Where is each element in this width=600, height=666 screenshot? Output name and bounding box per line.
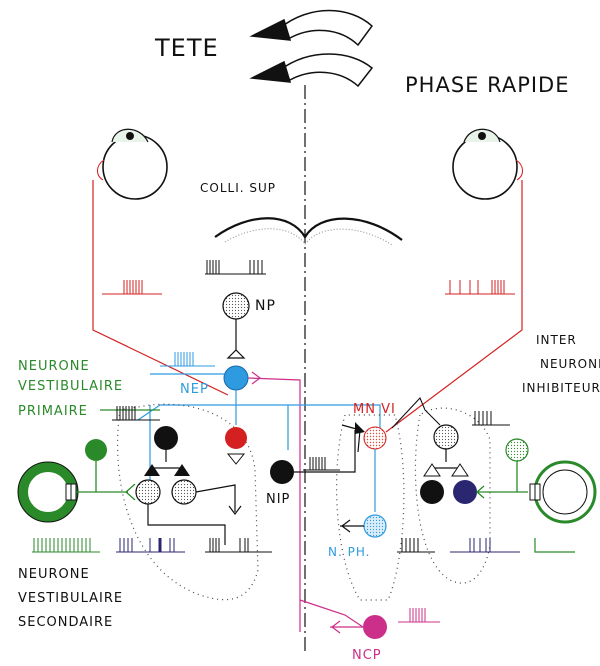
spike-train-right-green (534, 538, 575, 553)
spike-train-secondary-green (32, 538, 100, 553)
title-phase-rapide: PHASE RAPIDE (405, 73, 570, 97)
label-secondary-2: VESTIBULAIRE (18, 591, 123, 606)
spike-train-nip (303, 457, 340, 471)
primary-neuron (85, 439, 107, 461)
spike-train-secondary-navy (116, 538, 185, 553)
right-motor-path (385, 180, 523, 433)
left-dotted-neuron-1 (135, 479, 161, 505)
label-n-ph: N. PH. (328, 545, 370, 559)
spike-train-right-navy (450, 538, 520, 553)
right-primary-neuron (505, 438, 529, 462)
spike-train-left-motor (102, 280, 162, 295)
left-eye-icon (97, 128, 168, 200)
colliculus-arc (214, 217, 403, 241)
label-inter-1: INTER (536, 333, 577, 347)
right-canal-icon (529, 460, 597, 524)
spike-train-secondary-black (205, 538, 272, 553)
label-mn-vi: MN VI (353, 402, 396, 417)
label-nep: NEP (180, 382, 209, 397)
left-black-neuron (154, 426, 178, 450)
ncp-neuron (363, 615, 387, 639)
fast-phase-arrow-icon (249, 53, 374, 88)
right-eye-icon (452, 128, 523, 200)
left-canal-icon (17, 461, 79, 523)
spike-train-right-motor (445, 280, 515, 295)
spike-train-colli (205, 260, 266, 275)
right-nucleus-outline (335, 414, 405, 601)
label-secondary-1: NEURONE (18, 567, 90, 582)
label-ncp: NCP (352, 648, 382, 661)
spike-train-primary (112, 406, 160, 421)
n-ph-neuron (363, 514, 387, 538)
spike-train-n-ph (397, 538, 435, 553)
left-dotted-neuron-2 (171, 479, 197, 505)
right-dotted-neuron (433, 424, 459, 450)
label-primary-1: NEURONE (18, 359, 90, 374)
label-np: NP (255, 298, 276, 314)
spike-train-inter (472, 411, 510, 426)
head-arrow-icon (249, 9, 374, 47)
spike-train-ncp (398, 608, 440, 623)
label-inter-2: NEURONE (540, 357, 600, 371)
label-primary-3: PRIMAIRE (18, 404, 88, 419)
label-secondary-3: SECONDAIRE (18, 615, 113, 630)
nep-neuron (223, 365, 249, 391)
left-motor-path (92, 180, 229, 396)
np-neuron (222, 292, 250, 320)
label-inter-3: INHIBITEUR (522, 381, 600, 395)
mn-vi-neuron (363, 426, 387, 450)
right-black-neuron (420, 480, 444, 504)
nip-neuron (270, 460, 294, 484)
label-nip: NIP (266, 492, 290, 507)
spike-train-nep (160, 352, 215, 367)
red-neuron (225, 427, 247, 449)
label-colli-sup: COLLI. SUP (200, 181, 276, 195)
title-tete: TETE (154, 34, 219, 62)
label-primary-2: VESTIBULAIRE (18, 379, 123, 394)
right-navy-neuron (453, 480, 477, 504)
